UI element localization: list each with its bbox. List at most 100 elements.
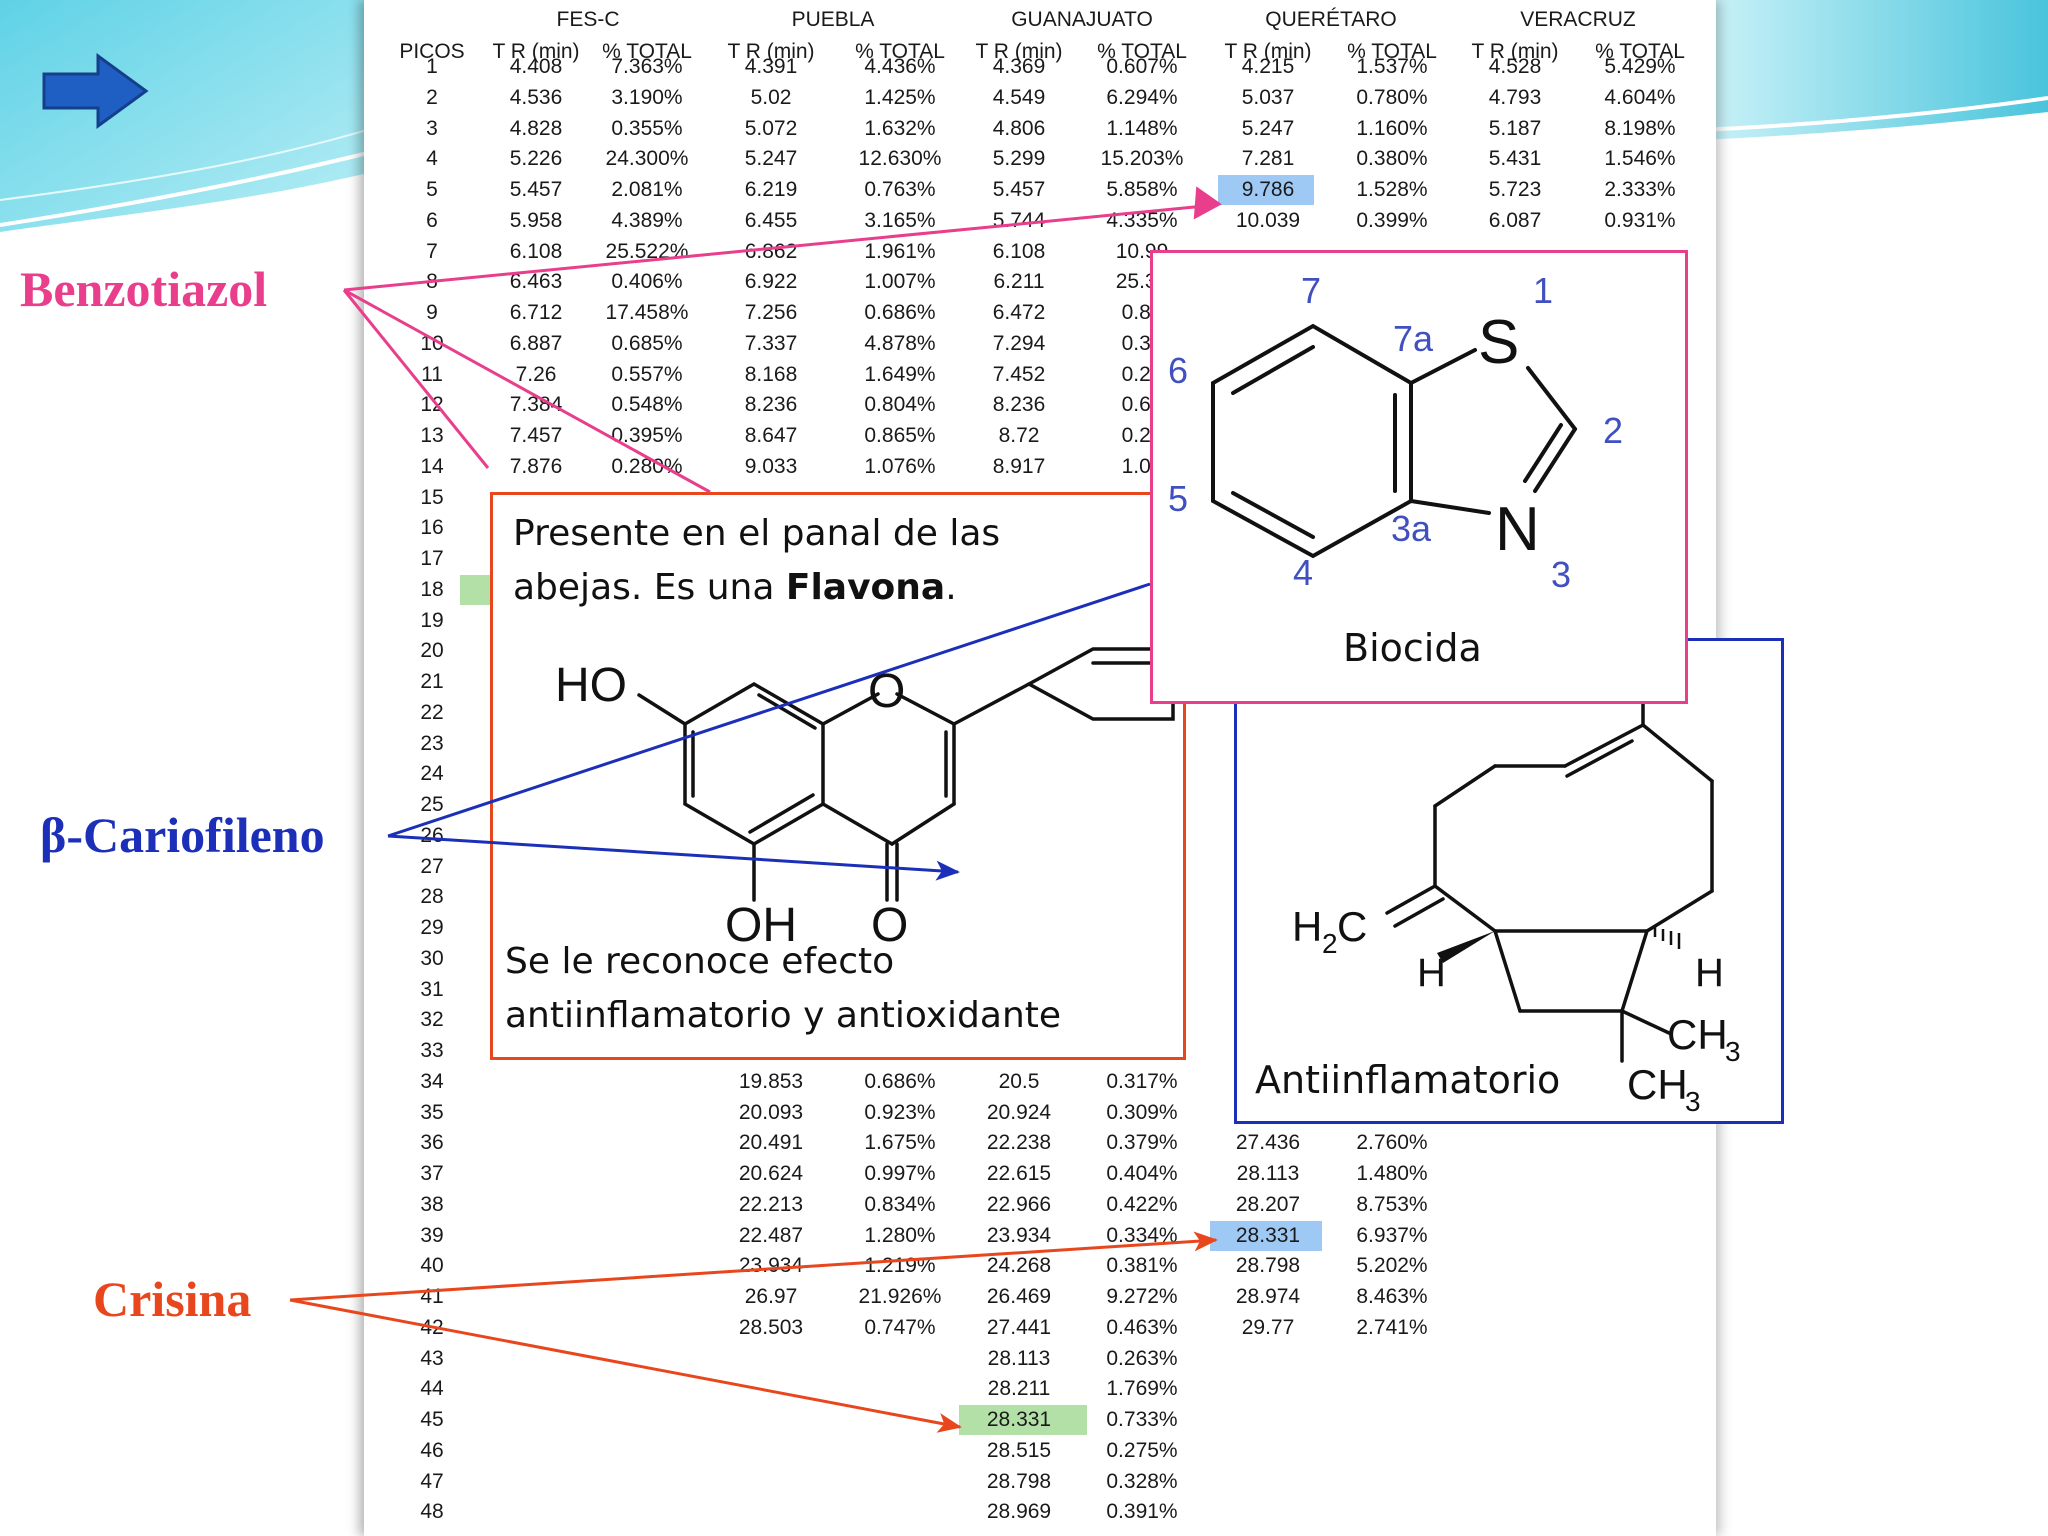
- peak-number: 47: [420, 1469, 444, 1493]
- pct-value: 0.355%: [611, 116, 683, 140]
- tr-value: 8.72: [998, 424, 1040, 447]
- peak-number: 4: [426, 147, 438, 171]
- peak-number: 11: [421, 362, 443, 386]
- tr-value: 6.219: [744, 178, 798, 201]
- pct-value: 1.076%: [864, 454, 936, 478]
- tr-value: 5.247: [744, 147, 798, 171]
- tr-value: 7.26: [515, 362, 557, 386]
- peak-number: 37: [420, 1162, 444, 1185]
- pct-value: 0.804%: [864, 393, 936, 417]
- peak-number: 13: [420, 424, 444, 447]
- pct-value: 2.081%: [611, 178, 683, 201]
- svg-text:H: H: [1417, 951, 1446, 995]
- tr-value: 6.887: [509, 331, 563, 355]
- svg-text:C: C: [1337, 903, 1367, 950]
- peak-number: 15: [420, 485, 444, 509]
- tr-value: 20.624: [738, 1162, 804, 1185]
- pct-value: 8.753%: [1356, 1192, 1428, 1216]
- arrow-right-icon[interactable]: [40, 50, 152, 132]
- peak-number: 23: [420, 731, 444, 755]
- tr-value: 6.472: [992, 301, 1046, 324]
- tr-value: 5.744: [992, 208, 1046, 232]
- pct-value: 4.878%: [864, 331, 936, 355]
- tr-value: 4.536: [509, 85, 563, 109]
- tr-value: 4.806: [992, 116, 1046, 140]
- svg-text:H: H: [1292, 903, 1322, 950]
- pct-header: % TOTAL: [1347, 40, 1437, 63]
- svg-text:3: 3: [1725, 1036, 1741, 1067]
- region-header: FES-C: [556, 8, 620, 31]
- pct-value: 0.422%: [1106, 1192, 1178, 1216]
- pct-value: 3.190%: [611, 85, 683, 109]
- tr-value: 6.108: [992, 239, 1046, 263]
- svg-text:7: 7: [1301, 270, 1321, 311]
- pct-value: 0.263%: [1106, 1346, 1178, 1370]
- tr-value: 5.037: [1241, 85, 1295, 109]
- tr-value: 6.211: [993, 270, 1045, 294]
- tr-value: 7.384: [509, 393, 563, 417]
- tr-value: 22.213: [738, 1192, 804, 1216]
- tr-value: 5.431: [1488, 147, 1542, 171]
- pct-value: 1.280%: [864, 1223, 936, 1247]
- pct-header: % TOTAL: [1097, 40, 1187, 63]
- pct-value: 0.404%: [1106, 1162, 1178, 1185]
- tr-value: 7.876: [509, 454, 563, 478]
- cariofileno-structure-box: 3 H 2 C H H CH 3 CH 3 Antiinflamatorio: [1234, 638, 1784, 1124]
- tr-value: 27.441: [986, 1315, 1052, 1339]
- peak-number: 25: [420, 793, 444, 816]
- tr-value: 28.211: [987, 1377, 1051, 1401]
- tr-value: 6.922: [744, 270, 798, 294]
- label-cariofileno: β-Cariofileno: [40, 807, 325, 863]
- svg-text:3: 3: [1551, 554, 1571, 595]
- tr-value: 20.093: [738, 1100, 804, 1124]
- svg-text:3a: 3a: [1391, 508, 1432, 549]
- svg-text:OH: OH: [725, 899, 797, 952]
- svg-text:S: S: [1478, 308, 1519, 377]
- peak-number: 43: [420, 1346, 444, 1370]
- tr-value: 28.113: [987, 1346, 1051, 1370]
- tr-value: 8.236: [992, 393, 1046, 417]
- pct-value: 0.686%: [864, 1069, 936, 1093]
- tr-value: 5.072: [744, 116, 798, 140]
- tr-value: 4.793: [1488, 85, 1542, 109]
- svg-text:1: 1: [1533, 270, 1553, 311]
- tr-value: 6.087: [1488, 208, 1542, 232]
- svg-text:4: 4: [1293, 552, 1313, 593]
- tr-value: 22.487: [738, 1223, 804, 1247]
- pct-value: 0.733%: [1106, 1408, 1178, 1431]
- svg-text:H: H: [1695, 951, 1724, 995]
- pct-value: 1.649%: [864, 362, 936, 386]
- peak-number: 31: [420, 977, 444, 1001]
- pct-value: 0.548%: [611, 393, 683, 417]
- svg-text:CH: CH: [1627, 1061, 1688, 1108]
- tr-value: 4.369: [992, 55, 1046, 78]
- tr-value: 10.039: [1235, 208, 1301, 232]
- svg-text:3: 3: [1685, 1086, 1701, 1117]
- tr-value: 28.515: [986, 1438, 1052, 1462]
- tr-header: T R (min): [492, 40, 580, 63]
- tr-value: 5.457: [509, 178, 563, 201]
- label-benzotiazol: Benzotiazol: [20, 261, 268, 317]
- crisina-flavona: Flavona: [785, 567, 946, 608]
- peak-number: 8: [426, 270, 438, 294]
- pct-value: 1.480%: [1356, 1162, 1428, 1185]
- tr-value: 6.463: [509, 270, 563, 294]
- pct-value: 1.632%: [864, 116, 936, 140]
- tr-value: 28.207: [1235, 1192, 1301, 1216]
- peak-number: 19: [420, 608, 444, 632]
- pct-value: 0.463%: [1106, 1315, 1178, 1339]
- crisina-description: Presente en el panal de las abejas. Es u…: [513, 507, 1000, 615]
- crisina-effect-line-1: Se le reconoce efecto: [505, 941, 895, 982]
- tr-value: 5.723: [1488, 178, 1542, 201]
- tr-value: 24.268: [986, 1254, 1052, 1278]
- peak-number: 39: [420, 1223, 444, 1247]
- pct-value: 0.747%: [864, 1315, 936, 1339]
- benzotiazol-caption: Biocida: [1343, 626, 1482, 670]
- pct-value: 0.309%: [1106, 1100, 1178, 1124]
- region-header: QUERÉTARO: [1265, 8, 1397, 31]
- tr-value: 7.294: [992, 331, 1046, 355]
- pct-value: 0.685%: [611, 331, 683, 355]
- tr-value: 4.391: [744, 55, 798, 78]
- caryophyllene-structure: 3 H 2 C H H CH 3 CH 3: [1292, 666, 1741, 1117]
